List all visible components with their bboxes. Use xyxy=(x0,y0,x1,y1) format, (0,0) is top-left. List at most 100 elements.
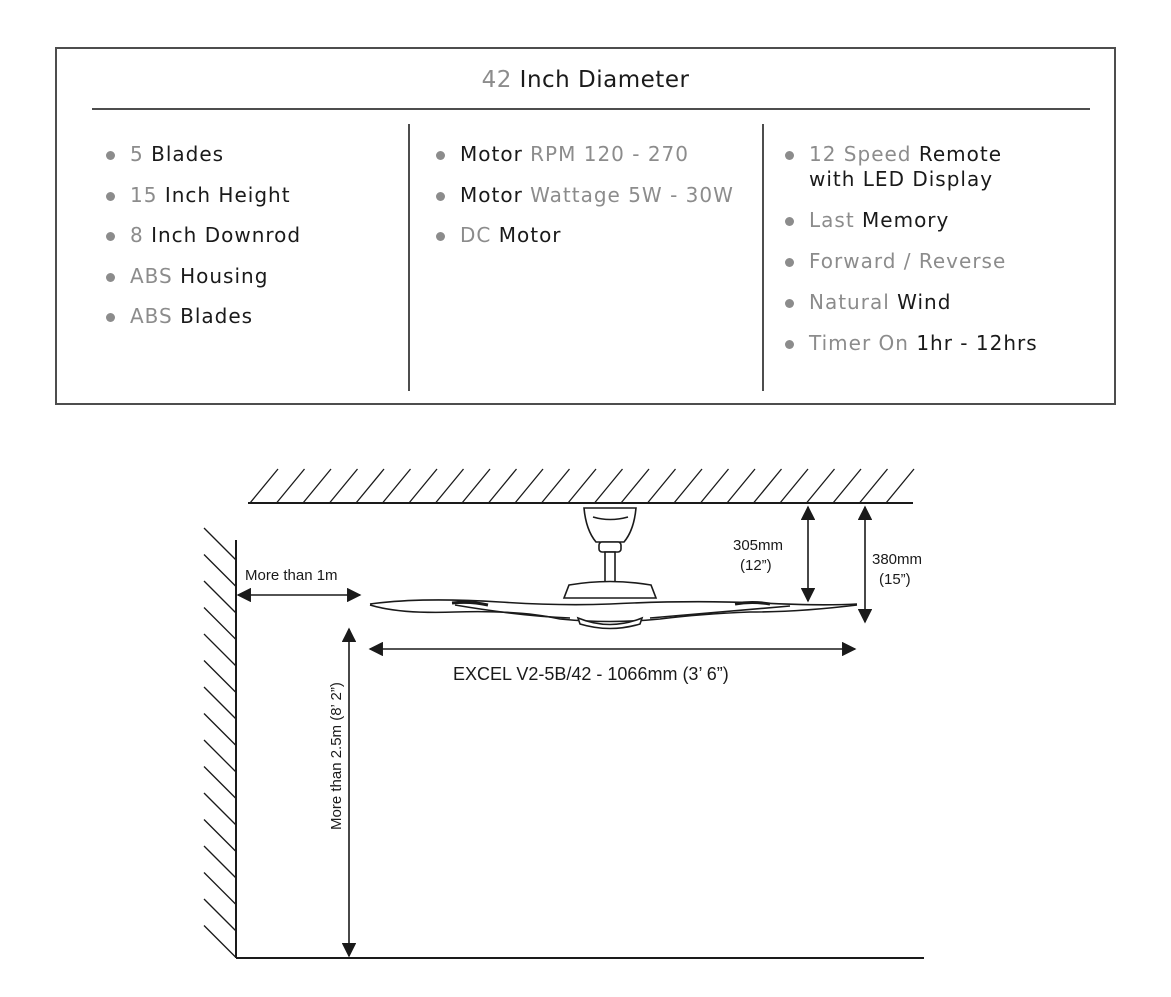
hatch-mark xyxy=(203,686,237,720)
bullet-icon xyxy=(436,232,445,241)
height-in-label: (15”) xyxy=(879,571,911,588)
spec-item: Natural Wind xyxy=(784,290,1038,315)
hatch-mark xyxy=(567,468,597,504)
spec-item-text: Wattage 5W - 30W xyxy=(530,182,734,207)
hatch-mark xyxy=(381,468,412,504)
spec-item: Timer On 1hr - 12hrs xyxy=(784,331,1038,356)
hatch-mark xyxy=(302,468,332,504)
spec-item: ABS Housing xyxy=(105,264,301,289)
bullet-icon xyxy=(785,340,794,349)
fan-motor-housing xyxy=(562,580,658,599)
hatch-mark xyxy=(203,925,237,958)
ceiling-hatch xyxy=(249,468,915,504)
spec-item-text: Inch Height xyxy=(164,182,291,207)
hatch-mark xyxy=(275,468,306,504)
spec-item-text: 15 xyxy=(130,182,158,207)
bullet-icon xyxy=(436,191,445,201)
spec-item: Forward / Reverse xyxy=(784,249,1038,274)
hatch-mark xyxy=(249,468,279,504)
hatch-mark xyxy=(434,468,465,504)
spec-item-text: Blades xyxy=(151,142,225,166)
spec-item-text: 8 xyxy=(130,223,144,247)
hatch-mark xyxy=(328,468,359,504)
spec-item-text: 5 xyxy=(130,142,144,166)
hatch-mark xyxy=(203,792,237,826)
spec-title: 42 Inch Diameter xyxy=(57,67,1114,93)
hatch-mark xyxy=(203,713,237,746)
hatch-mark xyxy=(203,527,237,561)
fan-canopy-seam xyxy=(592,516,629,521)
hatch-mark xyxy=(620,468,650,504)
spec-item-text: 1hr - 12hrs xyxy=(916,331,1038,355)
spec-panel: 42 Inch Diameter 5 Blades 15 Inch Height 8… xyxy=(55,47,1116,405)
spec-item-text: Motor xyxy=(498,223,562,247)
hatch-mark xyxy=(203,845,237,879)
spec-item-text: Housing xyxy=(180,263,269,288)
fan-blade-upper xyxy=(369,599,858,606)
hatch-mark xyxy=(461,468,491,504)
hatch-mark xyxy=(203,580,237,614)
column-divider-2 xyxy=(762,124,764,391)
spec-item-text: Natural xyxy=(809,290,890,314)
spec-item-text: ABS xyxy=(130,263,173,288)
bullet-icon xyxy=(785,217,794,226)
bullet-icon xyxy=(106,313,115,322)
bullet-icon xyxy=(785,151,794,160)
spec-item: Motor RPM 120 - 270 xyxy=(435,142,734,167)
hatch-mark xyxy=(752,468,783,504)
spec-title-text: Inch Diameter xyxy=(519,67,690,93)
hatch-mark xyxy=(203,819,237,852)
spec-item-text: Remote xyxy=(918,142,1003,166)
model-span-label: EXCEL V2-5B/42 - 1066mm (3’ 6”) xyxy=(453,664,729,684)
hatch-mark xyxy=(832,468,862,504)
column-divider-1 xyxy=(408,124,410,391)
spec-item-text: Motor xyxy=(460,182,523,207)
hatch-mark xyxy=(203,766,237,799)
hatch-mark xyxy=(805,468,836,504)
hatch-mark xyxy=(355,468,385,504)
spec-item-text: RPM 120 - 270 xyxy=(530,142,690,166)
downrod-mm-label: 305mm xyxy=(733,537,783,554)
hatch-mark xyxy=(203,898,237,932)
title-divider xyxy=(92,108,1090,110)
ceiling xyxy=(248,468,915,504)
hatch-mark xyxy=(203,872,237,905)
hatch-mark xyxy=(487,468,518,504)
spec-item: 5 Blades xyxy=(105,142,301,167)
hatch-mark xyxy=(408,468,438,504)
spec-item-text: with LED Display xyxy=(809,167,994,191)
wall xyxy=(203,527,237,958)
bullet-icon xyxy=(436,151,445,160)
ceiling-fan xyxy=(369,507,858,630)
hatch-mark xyxy=(885,468,915,504)
hatch-mark xyxy=(779,468,809,504)
spec-item-text: Blades xyxy=(180,304,254,328)
bullet-icon xyxy=(106,272,115,282)
bullet-icon xyxy=(106,191,115,201)
bullet-icon xyxy=(785,258,794,267)
hatch-mark xyxy=(699,468,730,504)
hatch-mark xyxy=(203,554,237,587)
spec-item-text: Timer On xyxy=(809,331,909,355)
hatch-mark xyxy=(540,468,571,504)
bullet-icon xyxy=(106,151,115,160)
spec-item-text: Wind xyxy=(897,290,952,314)
spec-item-text: DC xyxy=(460,223,492,247)
spec-item-text: Inch Downrod xyxy=(151,223,302,247)
spec-item: 8 Inch Downrod xyxy=(105,223,301,248)
spec-item: DC Motor xyxy=(435,223,734,248)
spec-item-text: Memory xyxy=(862,208,950,232)
fan-downrod-collar xyxy=(598,541,622,553)
fan-blade-bracket-right xyxy=(734,601,771,606)
bullet-icon xyxy=(785,299,794,308)
spec-item: Motor Wattage 5W - 30W xyxy=(435,183,734,208)
spec-item-text: 12 Speed xyxy=(809,142,912,166)
hatch-mark xyxy=(203,607,237,640)
spec-item-text: Last xyxy=(809,208,855,232)
spec-item-text: Forward / Reverse xyxy=(809,249,1007,273)
